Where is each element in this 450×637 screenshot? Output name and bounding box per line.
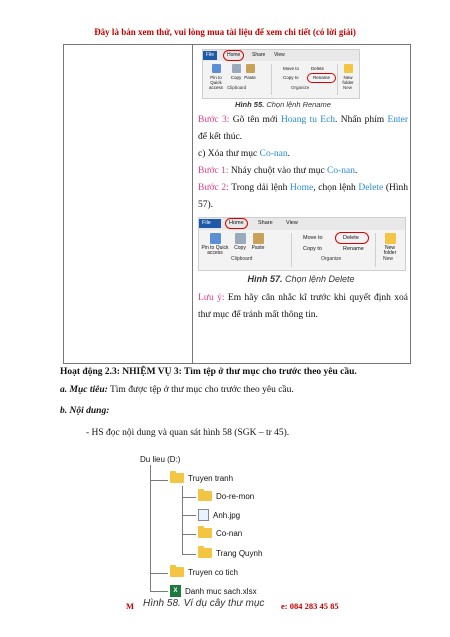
pin-button[interactable]: Pin to Quick access: [205, 64, 227, 90]
copy-to-button[interactable]: Copy to: [283, 75, 299, 80]
page-footer: M Hình 58. Ví dụ cây thư mục e: 084 283 …: [0, 598, 450, 612]
delete-button[interactable]: Delete: [311, 66, 325, 71]
ribbon-body: Pin to Quick access Copy Paste Move to C…: [203, 61, 359, 98]
tree-folder-trang-quynh[interactable]: Trang Quynh: [198, 546, 262, 558]
excel-file-icon: X: [170, 585, 181, 597]
tree-folder-truyen-tranh[interactable]: Truyen tranh: [170, 471, 233, 483]
move-to-button[interactable]: Move to: [283, 66, 300, 71]
footer-phone: e: 084 283 45 85: [281, 601, 339, 611]
pin-icon: [209, 233, 221, 244]
folder-icon: [170, 565, 184, 577]
copy-button[interactable]: Copy: [230, 64, 242, 80]
rename-button[interactable]: Rename: [313, 75, 331, 80]
paste-button[interactable]: Paste: [244, 64, 256, 80]
rename-button[interactable]: Rename: [343, 246, 364, 252]
objective-line: a. Mục tiêu: Tìm được tệp ở thư mục cho …: [60, 385, 294, 395]
delete-highlight: [335, 232, 369, 244]
preview-banner: Đây là bản xem thử, vui lòng mua tài liệ…: [94, 27, 356, 37]
ribbon-tabs: File Home Share View: [199, 218, 405, 230]
tab-home[interactable]: Home: [223, 50, 245, 61]
table-divider: [192, 45, 193, 363]
content-label: b. Nội dung:: [60, 406, 110, 416]
tree-folder-co-nan[interactable]: Co-nan: [198, 526, 242, 538]
tree-root[interactable]: Du lieu (D:): [140, 455, 181, 464]
paste-icon: [252, 233, 264, 244]
group-new: New: [383, 256, 394, 262]
activity-heading: Hoạt động 2.3: NHIỆM VỤ 3: Tìm tệp ở thư…: [60, 367, 357, 377]
copy-button[interactable]: Copy: [233, 233, 247, 251]
paste-icon: [245, 64, 255, 73]
pin-button[interactable]: Pin to Quick access: [201, 233, 229, 256]
group-new: New: [343, 85, 353, 90]
new-folder-button[interactable]: New folder: [339, 64, 357, 85]
tab-share[interactable]: Share: [258, 220, 273, 226]
bullet-line: - HS đọc nội dung và quan sát hình 58 (S…: [86, 428, 290, 438]
paste-button[interactable]: Paste: [251, 233, 265, 251]
folder-icon: [198, 489, 212, 501]
tab-view[interactable]: View: [286, 220, 298, 226]
table-right-cell: File Home Share View Pin to Quick access…: [198, 49, 408, 324]
new-folder-icon: [384, 233, 396, 244]
copy-icon: [234, 233, 246, 244]
new-folder-icon: [343, 64, 353, 73]
copy-to-button[interactable]: Copy to: [303, 246, 322, 252]
copy-icon: [231, 64, 241, 73]
new-folder-button[interactable]: New folder: [379, 233, 401, 256]
tree-file-danh-muc[interactable]: X Danh muc sach.xlsx: [170, 585, 257, 597]
ribbon-body: Pin to Quick access Copy Paste Move to C…: [199, 230, 405, 270]
move-to-button[interactable]: Move to: [303, 235, 323, 241]
tab-home[interactable]: Home: [225, 218, 248, 229]
figure-57-caption: Hình 57. Chọn lệnh Delete: [247, 274, 355, 284]
image-file-icon: [198, 509, 209, 521]
ribbon-tabs: File Home Share View: [203, 50, 359, 61]
tab-file[interactable]: File: [199, 219, 221, 228]
delete-button[interactable]: Delete: [343, 235, 359, 241]
pin-icon: [211, 64, 221, 73]
group-clipboard: Clipboard: [231, 256, 253, 262]
directory-tree: Du lieu (D:) Truyen tranh Do-re-mon Anh.…: [140, 455, 300, 610]
tab-share[interactable]: Share: [252, 52, 266, 58]
note-text: Lưu ý: Em hãy cân nhắc kĩ trước khi quyế…: [198, 293, 408, 320]
ribbon-delete: File Home Share View Pin to Quick access…: [198, 217, 406, 271]
figure-55-caption: Hình 55. Chọn lệnh Rename: [235, 100, 331, 109]
step1-text: Bước 1: Nháy chuột vào thư mục Co-nan.: [198, 166, 358, 176]
group-organize: Organize: [291, 85, 310, 90]
rename-highlight: [307, 73, 336, 83]
part-c-text: c) Xóa thư mục Co-nan.: [198, 149, 290, 159]
folder-icon: [198, 526, 212, 538]
folder-icon: [170, 471, 184, 483]
ribbon-rename: File Home Share View Pin to Quick access…: [202, 49, 360, 99]
tab-file[interactable]: File: [203, 51, 218, 60]
tree-file-anh[interactable]: Anh.jpg: [198, 509, 240, 521]
step2-text: Bước 2: Trong dải lệnh Home, chọn lệnh D…: [198, 183, 409, 210]
step3-text: Bước 3: Gõ tên mới Hoang tu Ech. Nhấn ph…: [198, 115, 409, 142]
group-organize: Organize: [321, 256, 342, 262]
footer-left: M: [126, 601, 135, 611]
figure-58-caption: Hình 58. Ví dụ cây thư mục: [143, 598, 265, 609]
tree-folder-truyen-co-tich[interactable]: Truyen co tich: [170, 565, 238, 577]
tab-view[interactable]: View: [274, 52, 285, 58]
group-clipboard: Clipboard: [227, 85, 247, 90]
content-table: File Home Share View Pin to Quick access…: [63, 44, 411, 364]
folder-icon: [198, 546, 212, 558]
tree-folder-do-re-mon[interactable]: Do-re-mon: [198, 489, 254, 501]
